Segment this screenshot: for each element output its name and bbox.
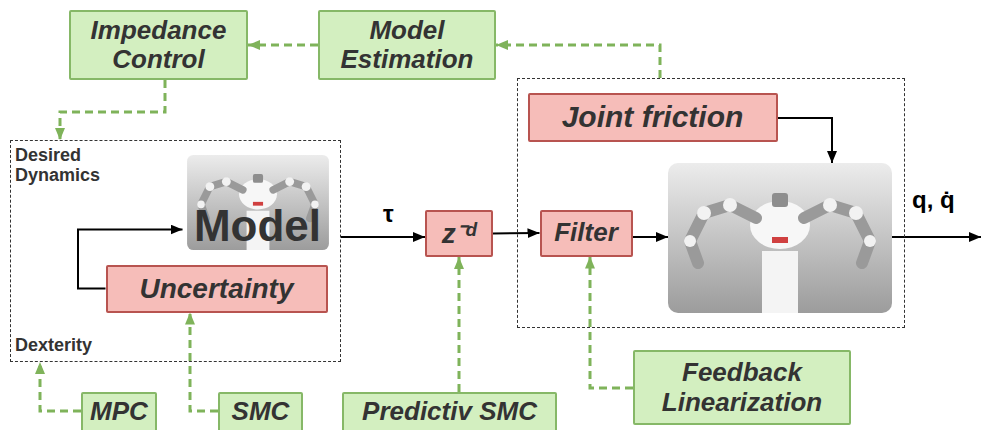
box-label: Filter	[554, 218, 618, 247]
dashed-region: Joint frictionFilter	[517, 78, 905, 328]
signal-line	[633, 236, 668, 238]
control-box: Feedback Linearization	[633, 350, 851, 425]
control-box: Impedance Control	[69, 10, 248, 80]
box-label: Model	[194, 204, 321, 248]
signal-name: q, q̇	[912, 186, 955, 213]
control-link	[40, 362, 81, 411]
robot-photo	[668, 163, 892, 313]
control-link	[458, 257, 461, 392]
issue-box: Uncertainty	[106, 265, 328, 313]
box-label: Joint friction	[562, 100, 744, 134]
model-box: Model	[183, 155, 333, 250]
dashed-region: Desired DynamicsDexterity ModelUncertaint…	[10, 140, 341, 362]
region-label: Desired Dynamics	[15, 145, 140, 185]
box-label: MPC	[90, 397, 148, 426]
signal-line	[778, 118, 832, 163]
box-label: Feedback Linearization	[641, 358, 843, 416]
control-box: Model Estimation	[318, 10, 496, 80]
control-box: SMC	[218, 392, 303, 430]
box-label: Uncertainty	[139, 273, 293, 304]
box-label: Predictiv SMC	[362, 397, 537, 426]
region-label: Dexterity	[15, 335, 140, 355]
issue-box: Filter	[540, 210, 633, 257]
control-link	[496, 45, 660, 78]
box-label: Model Estimation	[326, 16, 488, 74]
control-link	[248, 44, 318, 47]
issue-box: Joint friction	[528, 93, 778, 142]
box-label: Impedance Control	[77, 16, 240, 74]
control-link	[60, 80, 165, 140]
box-label: SMC	[232, 397, 290, 426]
label-holder: q, q̇	[912, 186, 955, 214]
control-box: Predictiv SMC	[342, 392, 557, 430]
box-label: z⁻ᵈ	[442, 218, 477, 249]
delay-box: z⁻ᵈ	[425, 210, 493, 257]
control-box: MPC	[81, 392, 157, 430]
signal-name: τ	[383, 200, 394, 227]
control-link	[590, 257, 633, 389]
robot-photo	[187, 155, 329, 250]
signal-line	[341, 236, 425, 238]
output-line	[892, 236, 981, 238]
edge-label-holder: τ	[383, 200, 394, 228]
